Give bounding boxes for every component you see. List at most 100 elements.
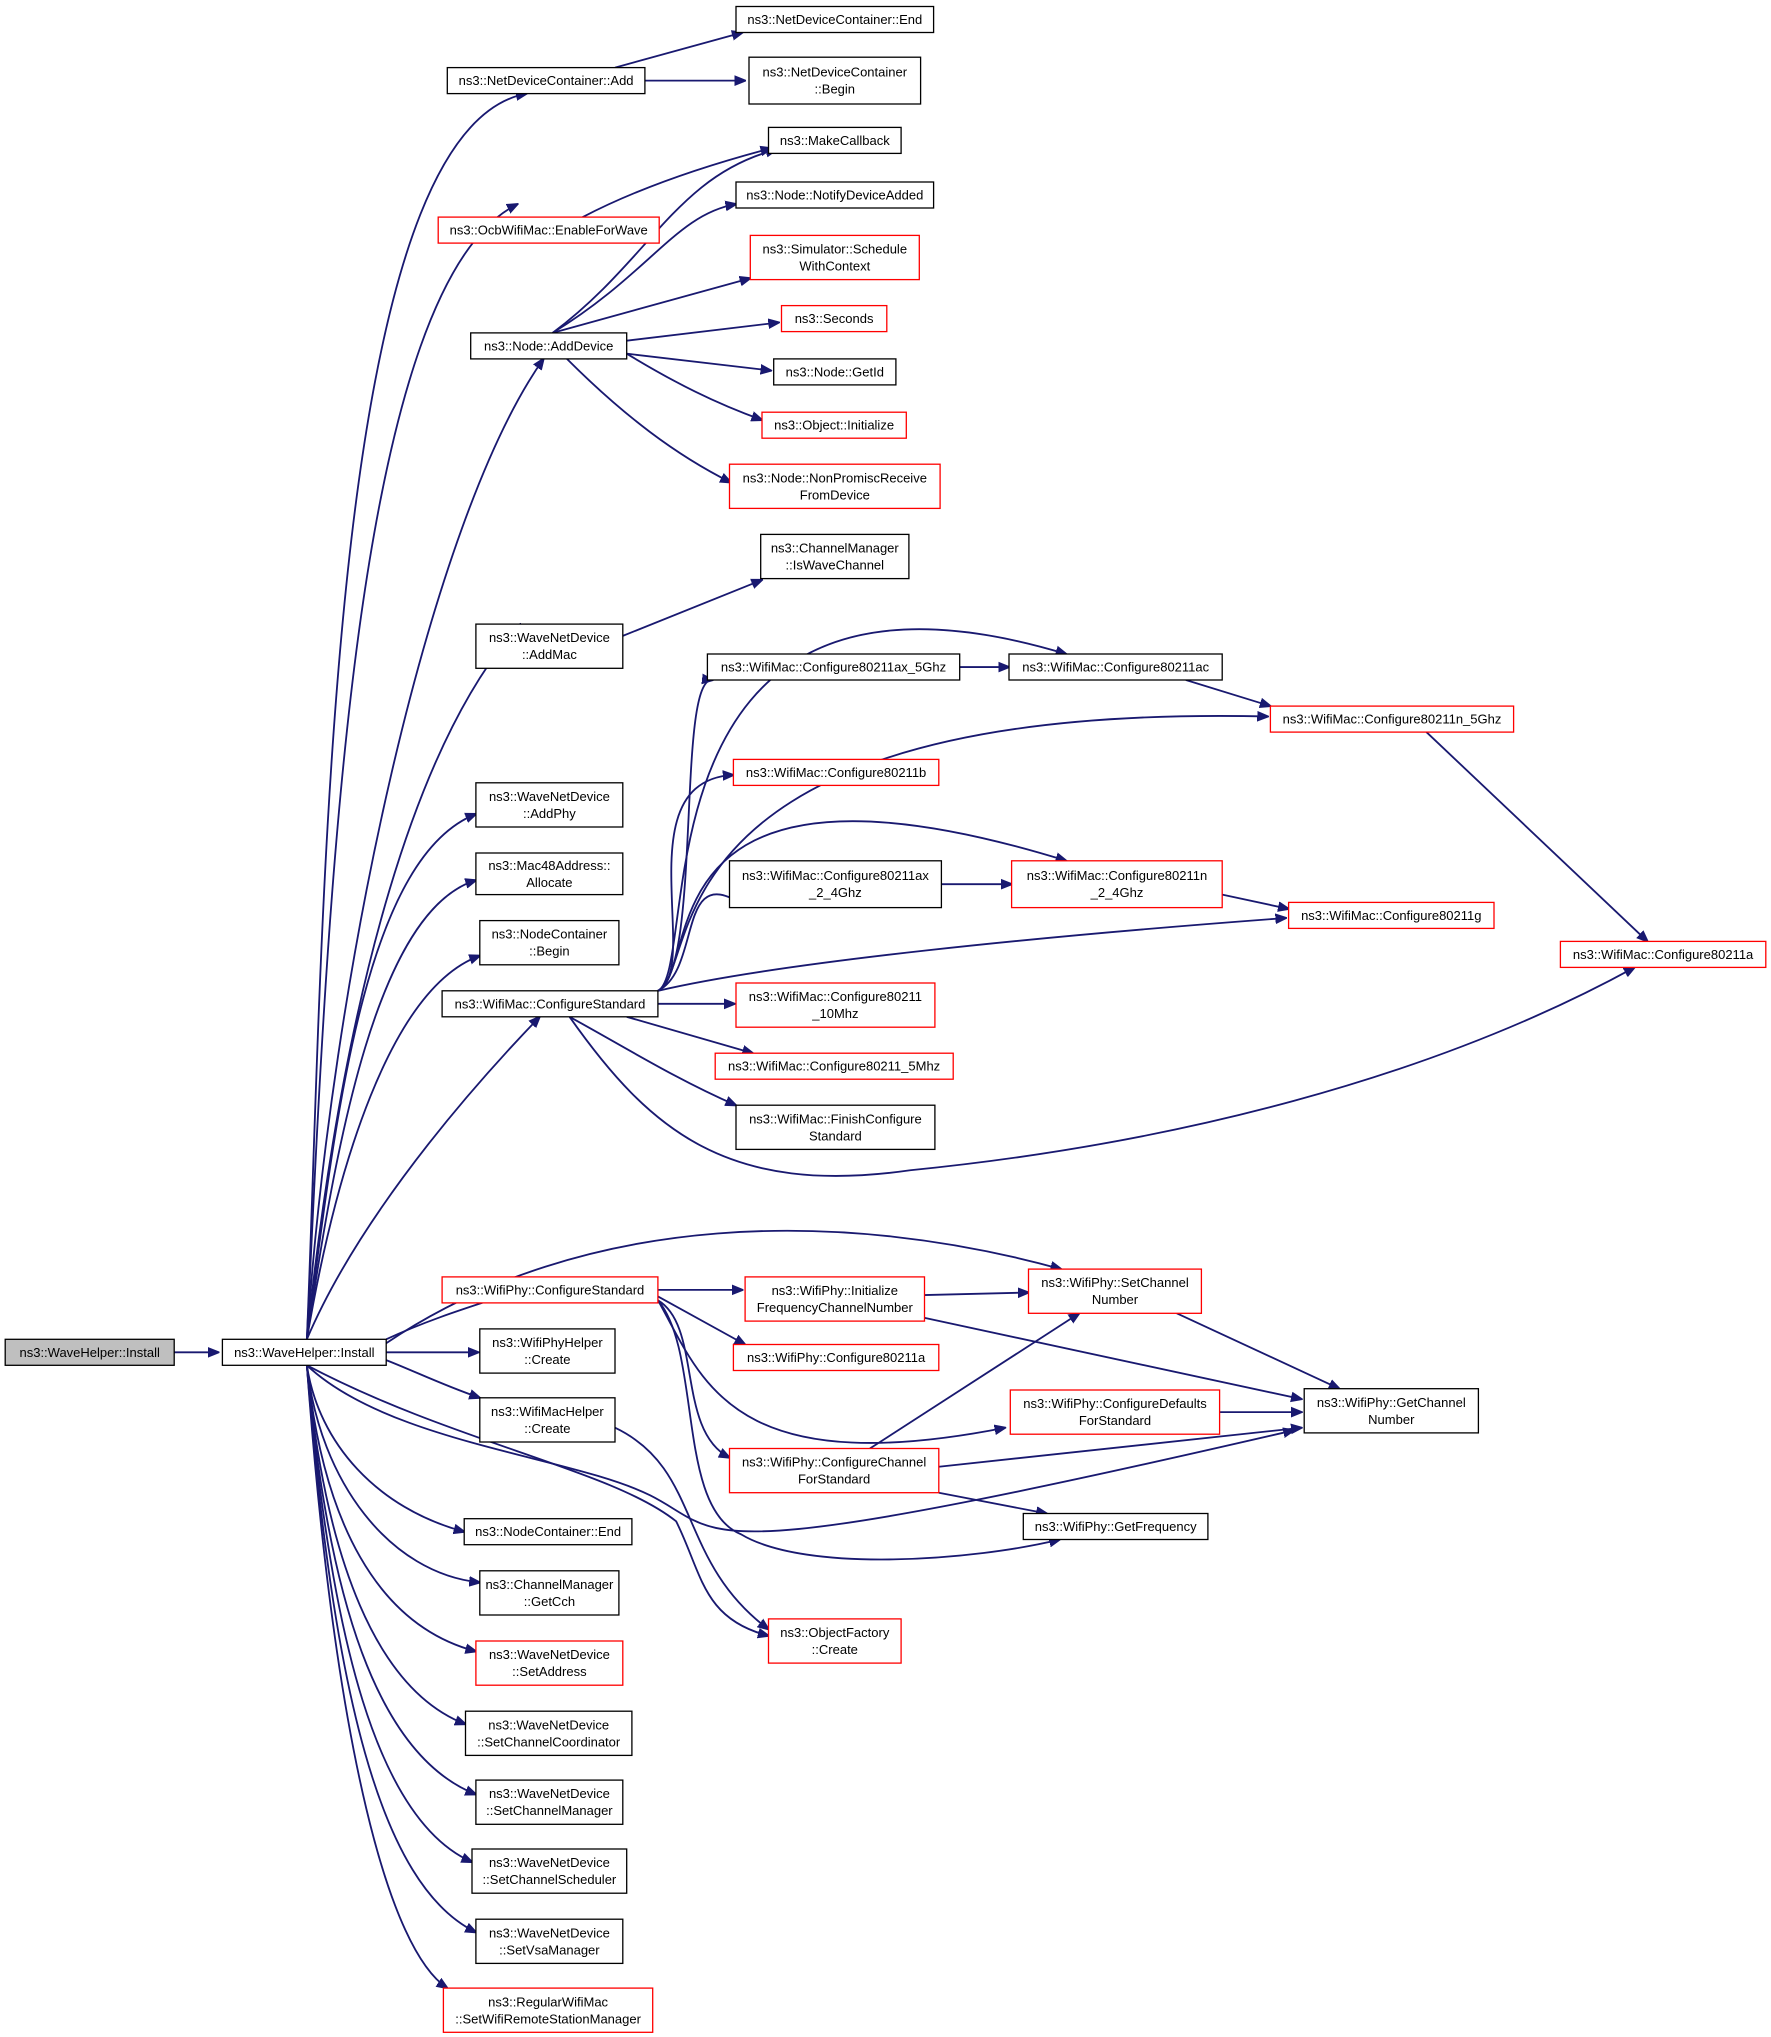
node-isWaveCh[interactable]: ns3::ChannelManager::IsWaveChannel	[760, 533, 910, 580]
node-notifyDev[interactable]: ns3::Node::NotifyDeviceAdded	[735, 181, 935, 209]
node-setChSched[interactable]: ns3::WaveNetDevice::SetChannelScheduler	[471, 1848, 628, 1894]
node-box	[479, 1328, 616, 1374]
node-box	[706, 653, 961, 681]
node-cfgG[interactable]: ns3::WifiMac::Configure80211g	[1287, 901, 1495, 930]
node-label: ns3::WifiMac::Configure80211n	[1027, 868, 1207, 883]
node-label: ns3::WifiPhy::ConfigureDefaults	[1023, 1396, 1207, 1411]
node-cfgAc[interactable]: ns3::WifiMac::Configure80211ac	[1008, 653, 1223, 681]
node-label: Standard	[809, 1128, 862, 1143]
node-cfgB[interactable]: ns3::WifiMac::Configure80211b	[732, 758, 940, 787]
node-box	[1287, 901, 1495, 930]
node-box	[735, 181, 935, 209]
node-setRemote[interactable]: ns3::RegularWifiMac::SetWifiRemoteStatio…	[442, 1987, 654, 2033]
node-label: ::Create	[812, 1642, 858, 1657]
call-edge	[657, 628, 1066, 992]
node-phyHelperCreate[interactable]: ns3::WifiPhyHelper::Create	[479, 1328, 616, 1374]
node-box	[728, 860, 943, 909]
call-edge	[657, 1299, 1060, 1561]
call-edge	[305, 204, 518, 1340]
node-label: ForStandard	[798, 1472, 870, 1487]
node-label: ns3::WifiPhy::GetChannel	[1317, 1395, 1466, 1410]
node-box	[470, 332, 628, 360]
node-initFreq[interactable]: ns3::WifiPhy::InitializeFrequencyChannel…	[744, 1276, 926, 1322]
node-label: ns3::WaveNetDevice	[489, 1786, 610, 1801]
node-cfgChannel[interactable]: ns3::WifiPhy::ConfigureChannelForStandar…	[728, 1447, 940, 1494]
node-getFreq[interactable]: ns3::WifiPhy::GetFrequency	[1022, 1512, 1209, 1541]
node-label: ns3::WifiPhy::GetFrequency	[1035, 1519, 1197, 1534]
node-ocbEnable[interactable]: ns3::OcbWifiMac::EnableForWave	[437, 216, 660, 244]
node-label: ::SetAddress	[512, 1664, 587, 1679]
node-box	[475, 782, 624, 828]
call-edge	[305, 624, 520, 1340]
node-cfgA[interactable]: ns3::WifiMac::Configure80211a	[1559, 940, 1767, 969]
node-setVsa[interactable]: ns3::WaveNetDevice::SetVsaManager	[475, 1918, 624, 1965]
node-label: ns3::ChannelManager	[771, 541, 900, 556]
node-setChMgr[interactable]: ns3::WaveNetDevice::SetChannelManager	[475, 1779, 624, 1825]
node-root[interactable]: ns3::WaveHelper::Install	[4, 1338, 175, 1366]
node-macCfgStd[interactable]: ns3::WifiMac::ConfigureStandard	[441, 990, 659, 1018]
call-edge	[305, 1365, 476, 1651]
node-ndcBegin[interactable]: ns3::NetDeviceContainer::Begin	[748, 56, 922, 105]
node-ndcAdd[interactable]: ns3::NetDeviceContainer::Add	[446, 66, 646, 95]
node-label: _2_4Ghz	[1090, 885, 1144, 900]
node-setChCoord[interactable]: ns3::WaveNetDevice::SetChannelCoordinato…	[464, 1710, 633, 1757]
node-label: ns3::WifiPhy::ConfigureStandard	[456, 1282, 645, 1297]
call-edge	[385, 1359, 480, 1398]
node-box	[1022, 1512, 1209, 1541]
node-cfgN24[interactable]: ns3::WifiMac::Configure80211n_2_4Ghz	[1010, 860, 1223, 909]
node-install[interactable]: ns3::WaveHelper::Install	[221, 1338, 387, 1366]
node-ncBegin[interactable]: ns3::NodeContainer::Begin	[479, 919, 620, 966]
node-addPhy[interactable]: ns3::WaveNetDevice::AddPhy	[475, 782, 624, 828]
node-label: ns3::WifiMac::FinishConfigure	[749, 1111, 922, 1126]
node-objInit[interactable]: ns3::Object::Initialize	[761, 411, 907, 439]
node-nodeAddDev[interactable]: ns3::Node::AddDevice	[470, 332, 628, 360]
node-cfgN5[interactable]: ns3::WifiMac::Configure80211n_5Ghz	[1269, 705, 1515, 733]
node-cfg10[interactable]: ns3::WifiMac::Configure80211_10Mhz	[735, 982, 936, 1028]
node-label: Allocate	[526, 875, 572, 890]
node-makeCallback[interactable]: ns3::MakeCallback	[767, 126, 902, 155]
node-label: FrequencyChannelNumber	[757, 1300, 914, 1315]
node-label: ns3::Object::Initialize	[774, 418, 894, 433]
node-box	[475, 1779, 624, 1825]
node-getCch[interactable]: ns3::ChannelManager::GetCch	[479, 1570, 620, 1616]
node-ncEnd[interactable]: ns3::NodeContainer::End	[463, 1518, 633, 1546]
node-box	[761, 411, 907, 439]
node-cfgAx24[interactable]: ns3::WifiMac::Configure80211ax_2_4Ghz	[728, 860, 943, 909]
call-edge	[657, 893, 745, 992]
node-box	[728, 463, 941, 510]
node-phyCfgStd[interactable]: ns3::WifiPhy::ConfigureStandard	[441, 1276, 659, 1304]
call-edge	[626, 352, 771, 371]
node-seconds[interactable]: ns3::Seconds	[780, 304, 888, 333]
node-label: ns3::WifiMac::ConfigureStandard	[455, 996, 646, 1011]
node-objFactCreate[interactable]: ns3::ObjectFactory::Create	[767, 1618, 902, 1664]
node-label: ns3::WaveNetDevice	[489, 1647, 610, 1662]
node-label: ns3::WaveNetDevice	[489, 1925, 610, 1940]
node-mac48[interactable]: ns3::Mac48Address::Allocate	[475, 852, 624, 896]
node-label: ns3::Node::NotifyDeviceAdded	[746, 188, 923, 203]
node-label: ns3::Node::NonPromiscReceive	[743, 470, 927, 485]
node-label: Number	[1368, 1412, 1415, 1427]
node-box	[479, 1397, 616, 1443]
node-cfgDefaults[interactable]: ns3::WifiPhy::ConfigureDefaultsForStanda…	[1009, 1389, 1221, 1435]
node-phyCfgA[interactable]: ns3::WifiPhy::Configure80211a	[732, 1343, 940, 1372]
node-addMac[interactable]: ns3::WaveNetDevice::AddMac	[475, 623, 624, 669]
call-edge	[626, 1015, 753, 1053]
call-edge	[657, 1299, 1005, 1444]
node-label: ns3::NetDeviceContainer::Add	[459, 73, 634, 88]
node-label: ns3::MakeCallback	[780, 133, 890, 148]
node-macHelperCreate[interactable]: ns3::WifiMacHelper::Create	[479, 1397, 616, 1443]
node-box	[1027, 1268, 1203, 1314]
node-label: Number	[1092, 1292, 1139, 1307]
node-ndcEnd[interactable]: ns3::NetDeviceContainer::End	[735, 5, 935, 34]
node-cfg5[interactable]: ns3::WifiMac::Configure80211_5Mhz	[714, 1052, 954, 1080]
node-label: ::SetChannelScheduler	[483, 1872, 617, 1887]
node-label: ::Begin	[529, 944, 569, 959]
node-cfgAx5[interactable]: ns3::WifiMac::Configure80211ax_5Ghz	[706, 653, 961, 681]
node-nodeGetId[interactable]: ns3::Node::GetId	[773, 358, 897, 386]
node-setAddress[interactable]: ns3::WaveNetDevice::SetAddress	[475, 1640, 624, 1686]
